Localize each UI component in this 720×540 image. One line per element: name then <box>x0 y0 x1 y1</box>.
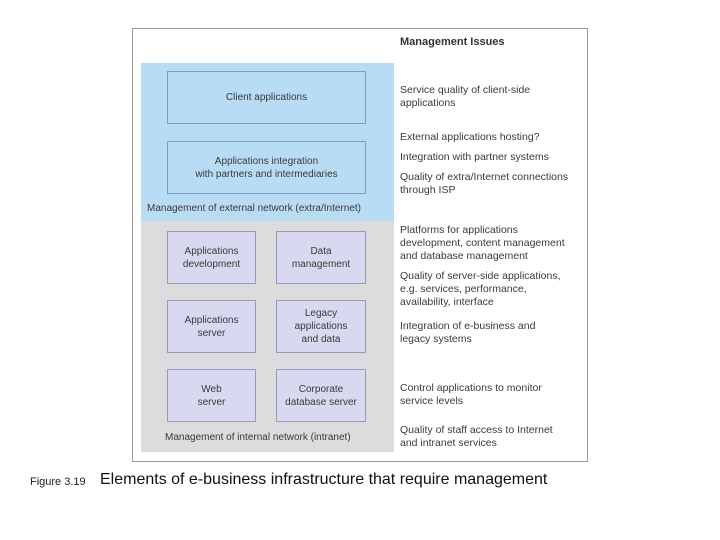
applications-server-box: Applications server <box>167 300 256 353</box>
legacy-applications-box: Legacy applications and data <box>276 300 366 353</box>
client-applications-box: Client applications <box>167 71 366 124</box>
issue-item: Control applications to monitor service … <box>400 382 542 407</box>
internal-network-label: Management of internal network (intranet… <box>165 432 351 443</box>
issue-item: External applications hosting? <box>400 131 540 143</box>
issue-item: Service quality of client-side applicati… <box>400 84 531 109</box>
external-network-label: Management of external network (extra/In… <box>147 203 361 214</box>
applications-integration-box: Applications integration with partners a… <box>167 141 366 194</box>
issue-item: Integration with partner systems <box>400 151 549 163</box>
figure-caption: Elements of e-business infrastructure th… <box>100 471 548 488</box>
figure-number: Figure 3.19 <box>30 476 86 488</box>
web-server-box: Web server <box>167 369 256 422</box>
issue-item: Quality of extra/Internet connections th… <box>400 171 569 196</box>
issue-item: Integration of e-business and legacy sys… <box>400 320 536 345</box>
data-management-box: Data management <box>276 231 366 284</box>
issue-item: Platforms for applications development, … <box>400 224 565 262</box>
corporate-database-server-box: Corporate database server <box>276 369 366 422</box>
management-issues-heading: Management Issues <box>400 36 505 48</box>
issue-item: Quality of server-side applications, e.g… <box>400 270 561 308</box>
applications-development-box: Applications development <box>167 231 256 284</box>
issue-item: Quality of staff access to Internet and … <box>400 424 553 449</box>
